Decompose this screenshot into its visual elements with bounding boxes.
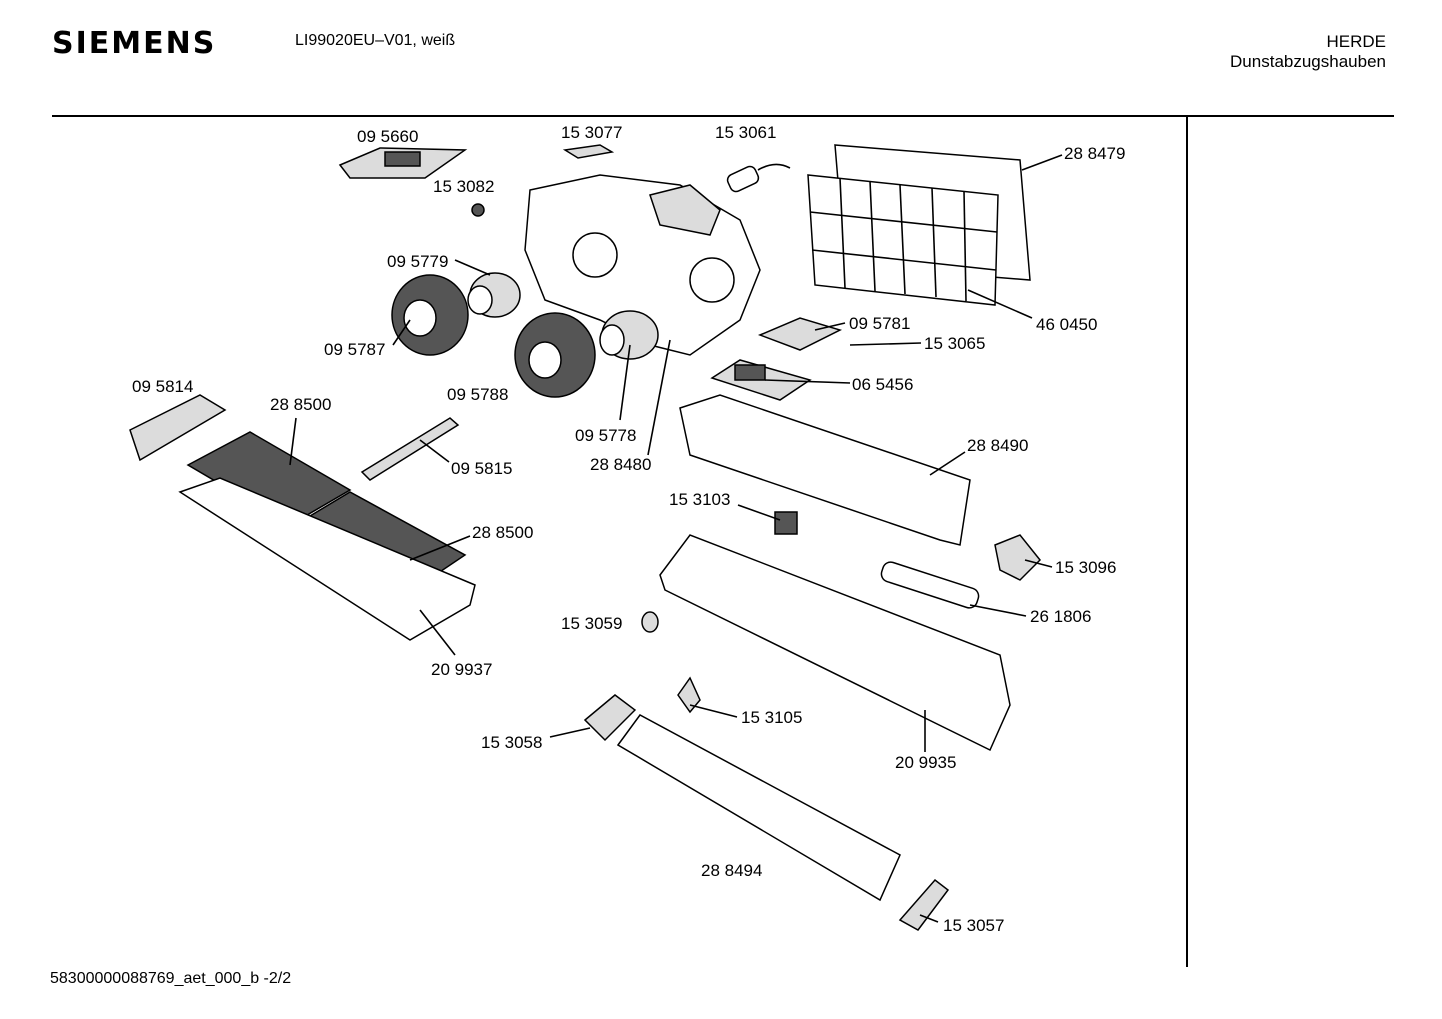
part-filter-handle [129, 394, 227, 462]
part-front-panel [659, 534, 1011, 752]
part-label: 09 5788 [447, 385, 508, 404]
part-fan-wheel-right [514, 312, 596, 398]
part-bracket [677, 676, 701, 714]
part-clip [562, 144, 615, 159]
document-id: 58300000088769_aet_000_b -2/2 [50, 970, 292, 987]
part-label: 28 8490 [967, 436, 1028, 455]
part-glass-panel [616, 714, 901, 902]
part-label: 20 9937 [431, 660, 492, 679]
part-label: 15 3103 [669, 490, 730, 509]
part-label: 09 5778 [575, 426, 636, 445]
part-label: 09 5787 [324, 340, 385, 359]
part-fan-wheel-left [391, 274, 469, 356]
part-carbon-filter [807, 174, 999, 306]
part-label: 28 8479 [1064, 144, 1125, 163]
part-channel-rail [679, 394, 971, 546]
part-power-board [710, 359, 812, 401]
part-lamp-holder [994, 534, 1042, 581]
part-small-connector [471, 203, 485, 217]
part-label: 28 8500 [270, 395, 331, 414]
part-label: 09 5660 [357, 127, 418, 146]
part-label: 15 3057 [943, 916, 1004, 935]
part-motor-right [599, 310, 659, 360]
category-label: HERDE [1326, 32, 1386, 51]
part-control-board [757, 317, 843, 351]
part-label: 09 5781 [849, 314, 910, 333]
leader-lines [289, 154, 1063, 923]
part-label: 20 9935 [895, 753, 956, 772]
part-blower-housing [524, 174, 761, 356]
part-filter-tray [178, 477, 476, 641]
part-label: 15 3105 [741, 708, 802, 727]
subcategory-label: Dunstabzugshauben [1230, 52, 1386, 71]
part-motor-left [467, 272, 521, 318]
part-label: 06 5456 [852, 375, 913, 394]
part-hinge-right [898, 878, 950, 931]
part-knob [641, 611, 659, 633]
part-lamp [880, 561, 980, 609]
model-label: LI99020EU–V01, weiß [295, 32, 456, 49]
part-switch [774, 511, 798, 535]
part-label: 15 3061 [715, 123, 776, 142]
part-grease-plate [338, 147, 468, 179]
part-label: 15 3065 [924, 334, 985, 353]
side-divider [1186, 117, 1188, 967]
part-label: 28 8500 [472, 523, 533, 542]
part-label: 09 5814 [132, 377, 193, 396]
part-label: 09 5815 [451, 459, 512, 478]
part-hinge-left [583, 694, 637, 742]
part-label: 26 1806 [1030, 607, 1091, 626]
part-label: 15 3077 [561, 123, 622, 142]
part-label: 15 3082 [433, 177, 494, 196]
part-label: 28 8480 [590, 455, 651, 474]
brand-logo: SIEMENS [52, 26, 217, 61]
part-capacitor [726, 163, 791, 193]
part-label: 46 0450 [1036, 315, 1097, 334]
part-filter-strip [360, 417, 460, 481]
header-divider [52, 115, 1394, 117]
part-label: 28 8494 [701, 861, 762, 880]
part-label: 15 3058 [481, 733, 542, 752]
part-label: 15 3096 [1055, 558, 1116, 577]
part-label: 09 5779 [387, 252, 448, 271]
part-label: 15 3059 [561, 614, 622, 633]
part-labels: 09 5660 15 3077 15 3061 28 8479 15 3082 … [132, 123, 1125, 935]
